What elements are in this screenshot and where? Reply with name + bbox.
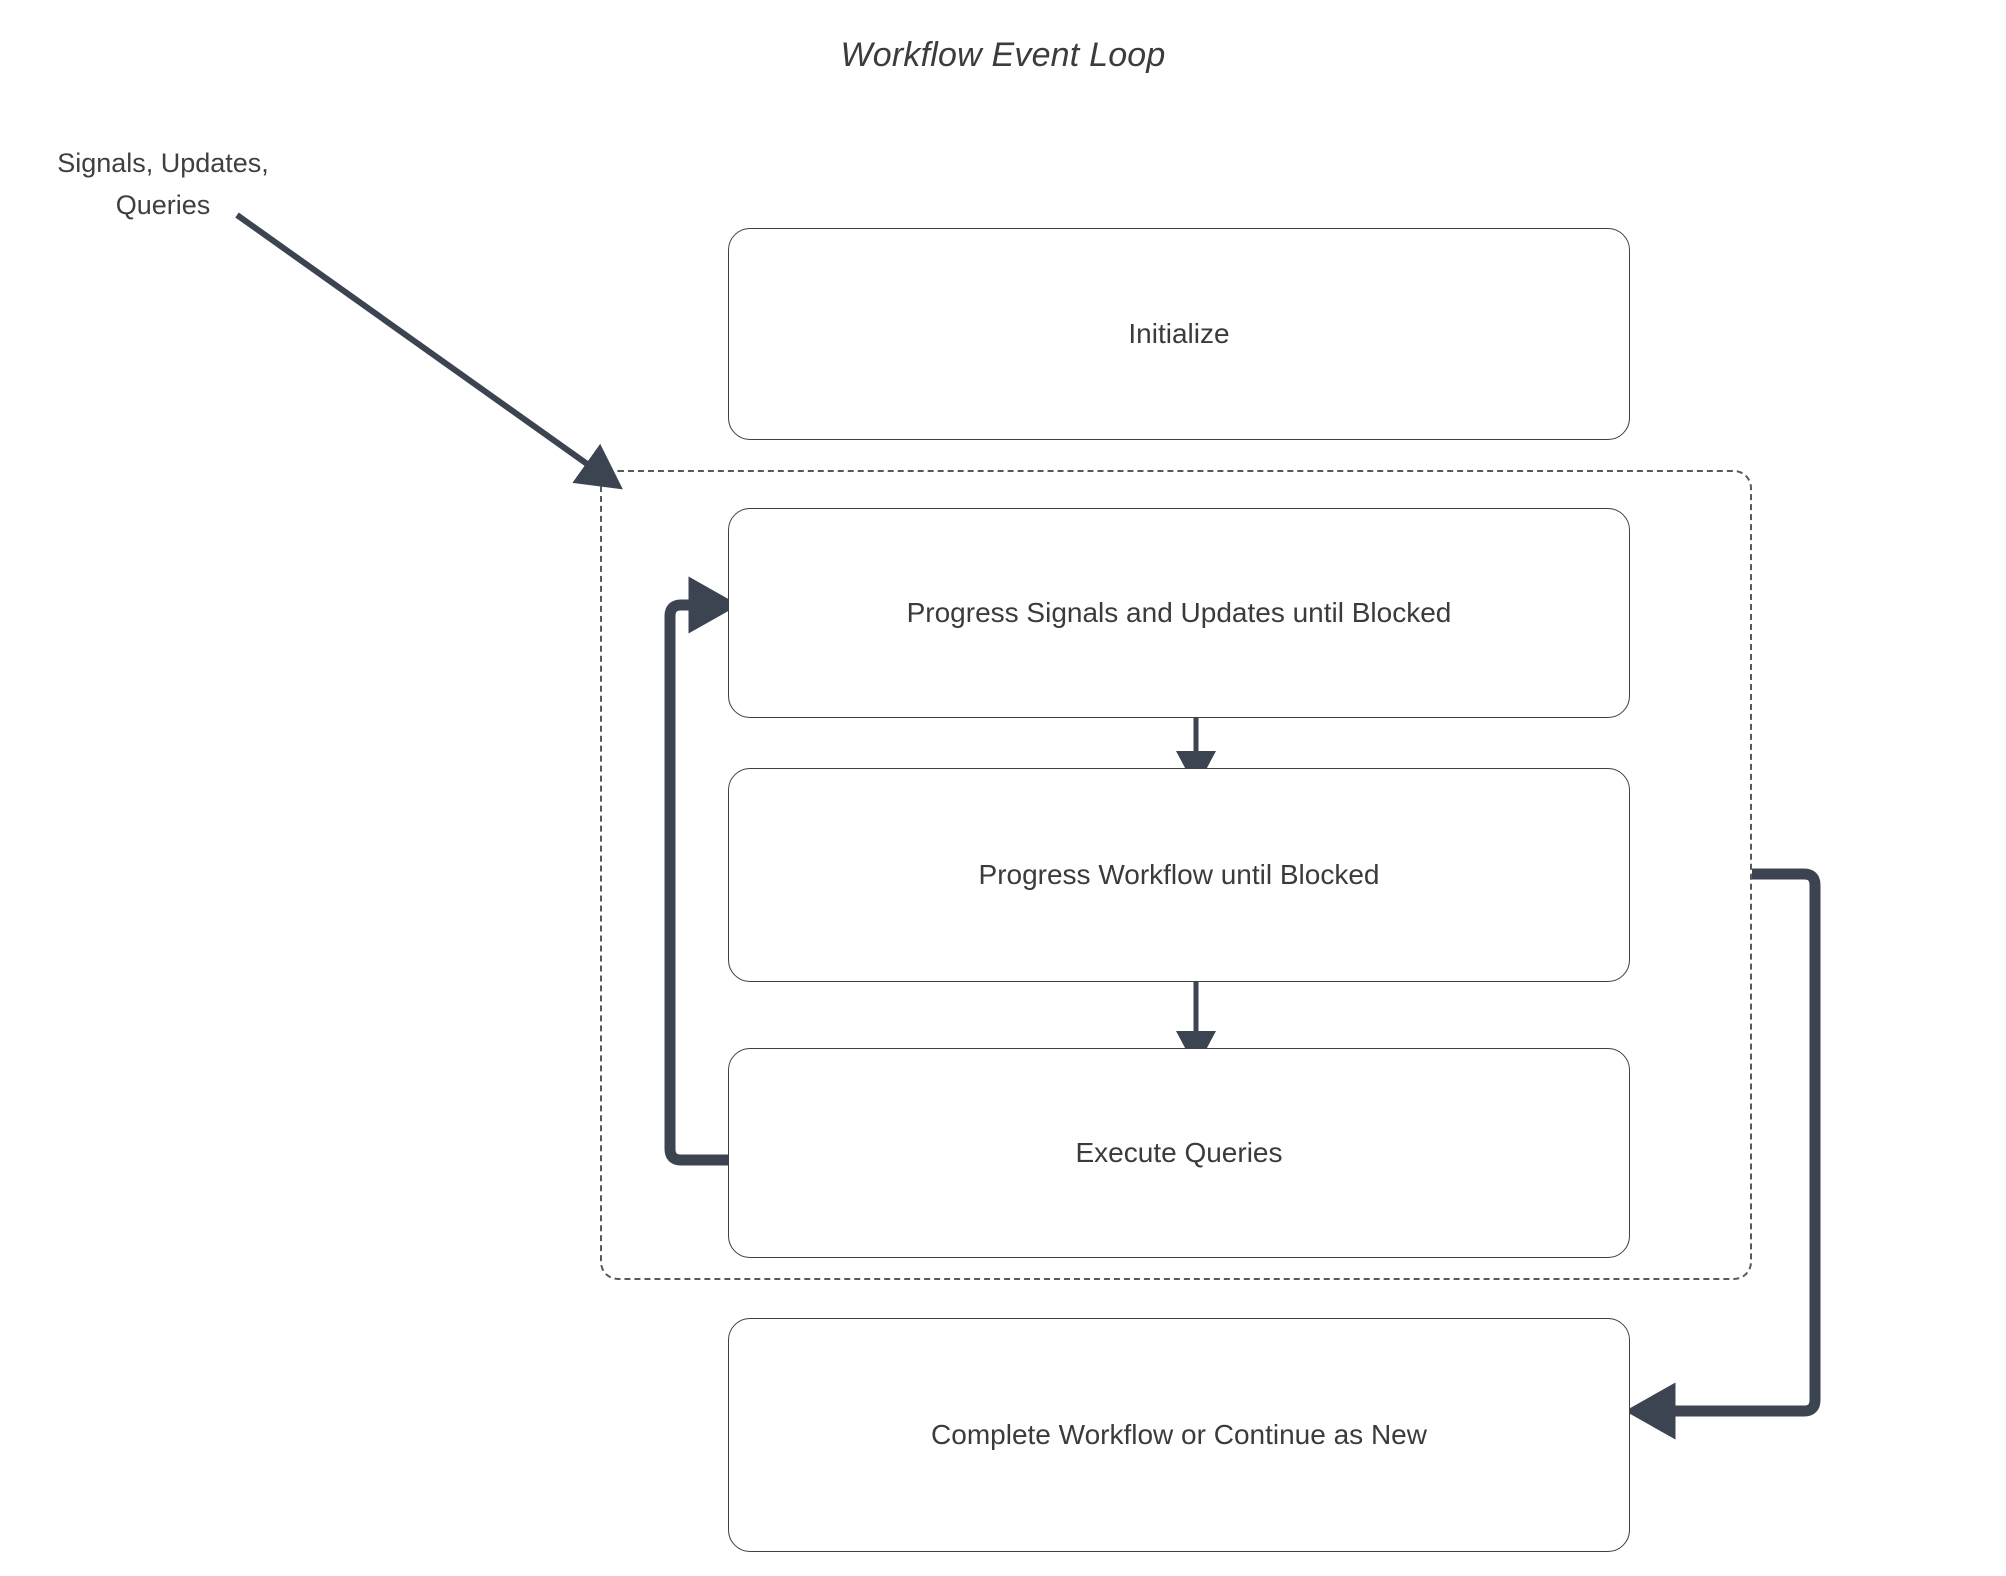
edge-external-input-to-loop [235, 212, 623, 490]
page-title: Workflow Event Loop [840, 36, 1166, 74]
node-initialize[interactable]: Initialize [728, 228, 1630, 440]
node-progress-signals-and-updates[interactable]: Progress Signals and Updates until Block… [728, 508, 1630, 718]
node-progress-workflow-label: Progress Workflow until Blocked [978, 859, 1380, 890]
node-progress-workflow[interactable]: Progress Workflow until Blocked [728, 768, 1630, 982]
node-execute-queries-label: Execute Queries [1075, 1137, 1283, 1168]
external-input-label: Signals, Updates, Queries [57, 148, 269, 220]
node-progress-signals-and-updates-label: Progress Signals and Updates until Block… [906, 597, 1452, 628]
node-initialize-label: Initialize [1128, 318, 1230, 349]
node-complete-workflow[interactable]: Complete Workflow or Continue as New [728, 1318, 1630, 1552]
node-complete-workflow-label: Complete Workflow or Continue as New [931, 1419, 1427, 1450]
node-execute-queries[interactable]: Execute Queries [728, 1048, 1630, 1258]
